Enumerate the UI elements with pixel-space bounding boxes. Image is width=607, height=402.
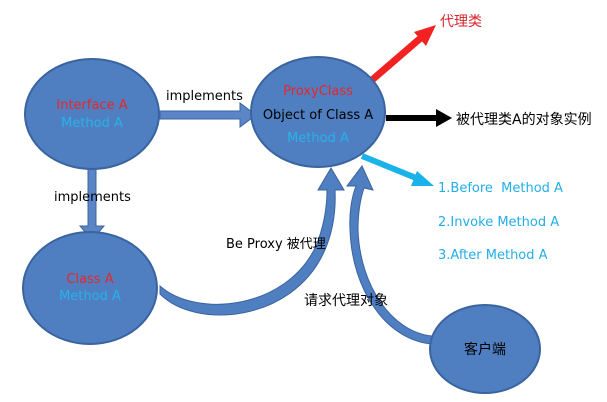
- proxy-class-red-arrow: [369, 33, 426, 83]
- step-invoke: 2.Invoke Method A: [438, 215, 559, 230]
- client-label: 客户端: [464, 341, 506, 358]
- client-node: [429, 304, 541, 394]
- proxy-class-node: [250, 56, 386, 168]
- proxy-class-method: Method A: [287, 131, 349, 146]
- request-proxy-curved-arrow: [346, 165, 433, 345]
- interface-a-title: Interface A: [56, 98, 127, 113]
- implements-label-top: implements: [166, 89, 243, 104]
- implements-arrow-horizontal: [159, 102, 257, 128]
- class-a-node: [22, 231, 158, 345]
- class-a-method: Method A: [59, 289, 121, 304]
- request-proxy-label: 请求代理对象: [304, 293, 388, 309]
- steps-cyan-arrow: [360, 153, 423, 183]
- be-proxy-curved-arrow: [159, 167, 345, 316]
- class-a-title: Class A: [66, 272, 113, 287]
- proxy-class-red-arrowhead: [414, 25, 436, 46]
- instance-annotation: 被代理类A的对象实例: [456, 112, 592, 128]
- steps-cyan-arrowhead: [411, 171, 434, 186]
- interface-a-method: Method A: [61, 116, 123, 131]
- be-proxy-label: Be Proxy 被代理: [226, 237, 326, 252]
- proxy-class-annotation: 代理类: [440, 14, 482, 30]
- proxy-class-title: ProxyClass: [283, 84, 353, 99]
- proxy-class-object: Object of Class A: [263, 108, 373, 123]
- step-after: 3.After Method A: [438, 248, 548, 263]
- interface-a-node: [24, 58, 160, 170]
- implements-label-left: implements: [54, 190, 131, 205]
- step-before: 1.Before Method A: [438, 181, 563, 196]
- instance-black-arrowhead: [436, 109, 452, 127]
